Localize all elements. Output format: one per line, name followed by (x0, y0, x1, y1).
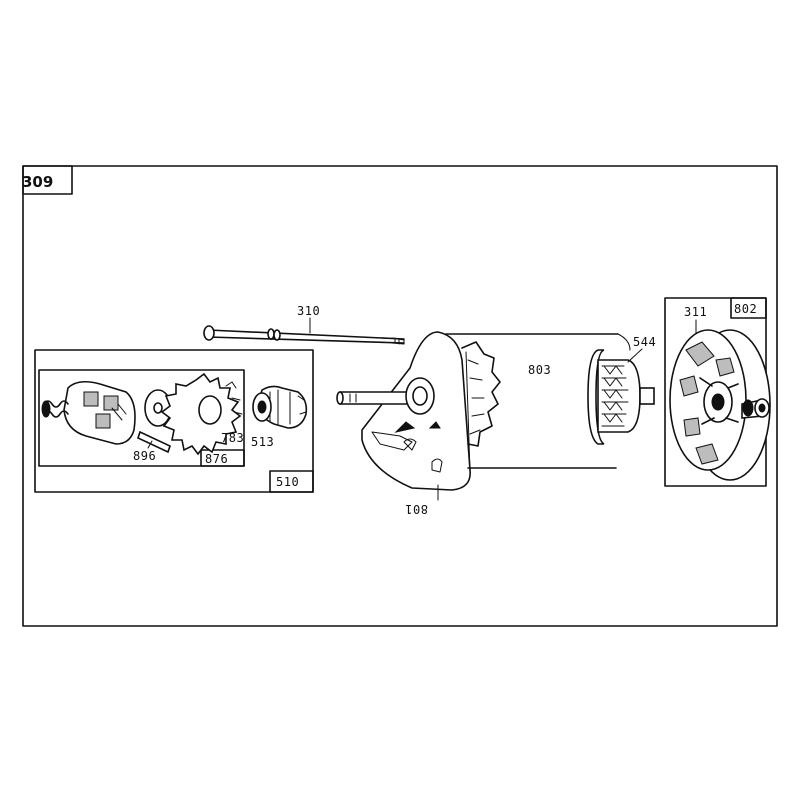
part-label-783: 783 (221, 431, 244, 445)
field-frame (445, 333, 631, 469)
pin (137, 430, 171, 454)
leader-896 (147, 440, 153, 449)
inner-box-876 (38, 369, 245, 467)
part-label-311: 311 (684, 305, 707, 319)
leader-544 (627, 348, 643, 363)
drive-kit-box-510 (34, 349, 314, 493)
drive-end-housing (336, 331, 501, 491)
part-label-513: 513 (251, 435, 274, 449)
part-label-310: 310 (297, 304, 320, 318)
group-number-box (22, 165, 73, 195)
part-label-801: 801 (405, 502, 428, 516)
outer-frame (22, 165, 778, 627)
commutator (587, 349, 655, 445)
part-label-896: 896 (133, 449, 156, 463)
part-label-802: 802 (734, 302, 757, 316)
part-label-544: 544 (633, 335, 656, 349)
part-label-510: 510 (276, 475, 299, 489)
group-number-label: 309 (22, 173, 53, 191)
label-box-876 (200, 449, 245, 467)
part-label-876: 876 (205, 452, 228, 466)
washer (144, 389, 172, 427)
label-box-802 (730, 297, 767, 319)
anti-drift-spring (252, 385, 308, 429)
drive-gear (160, 372, 243, 456)
end-cap-brush-holder (669, 329, 771, 481)
through-bolt (203, 325, 405, 345)
label-box-510 (269, 470, 314, 493)
pinion-clutch (41, 380, 136, 445)
part-label-803: 803 (528, 363, 551, 377)
